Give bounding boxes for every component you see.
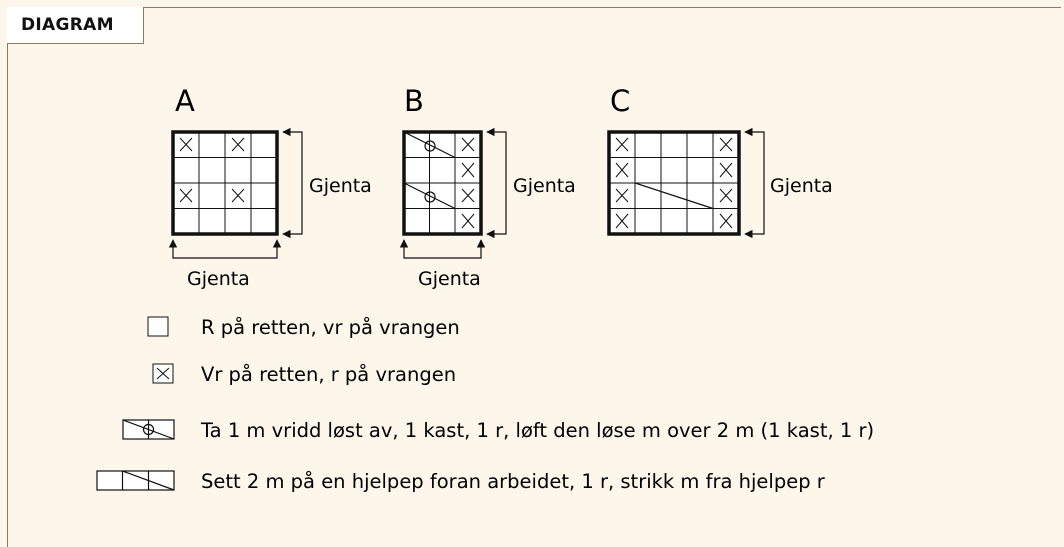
chart-b-grid xyxy=(399,127,507,259)
legend-purl-symbol xyxy=(152,363,174,384)
legend-cable-symbol xyxy=(96,470,175,491)
chart-c-purl-marks xyxy=(615,137,733,229)
chart-b-repeat-bottom: Gjenta xyxy=(418,268,481,290)
legend-knit-symbol xyxy=(147,316,169,337)
chart-b-repeat-side: Gjenta xyxy=(513,175,576,197)
chart-c-grid xyxy=(607,127,765,239)
chart-c-repeat-side: Gjenta xyxy=(770,175,833,197)
chart-a-grid xyxy=(168,127,303,259)
chart-a-title: A xyxy=(175,84,195,118)
diagram-canvas: A Gjenta Gjenta B xyxy=(96,84,874,493)
chart-a-purl-marks xyxy=(179,137,245,203)
legend-purl-text: Vr på retten, r på vrangen xyxy=(201,363,456,386)
chart-a-repeat-side: Gjenta xyxy=(309,175,372,197)
legend-twisted-slip-text: Ta 1 m vridd løst av, 1 kast, 1 r, løft … xyxy=(200,419,874,442)
legend-cable-text: Sett 2 m på en hjelpep foran arbeidet, 1… xyxy=(201,470,826,493)
diagram-label: DIAGRAM xyxy=(7,7,144,44)
chart-c-cable-mark xyxy=(634,182,714,210)
chart-c-title: C xyxy=(610,84,630,118)
chart-b-twisted-slip-marks xyxy=(403,131,456,210)
chart-a-repeat-bottom: Gjenta xyxy=(187,268,250,290)
chart-b-title: B xyxy=(404,84,424,118)
chart-b-purl-marks xyxy=(461,137,475,229)
legend-twisted-slip-symbol xyxy=(122,419,175,440)
diagram-frame xyxy=(7,7,1061,547)
legend-knit-text: R på retten, vr på vrangen xyxy=(201,316,460,339)
